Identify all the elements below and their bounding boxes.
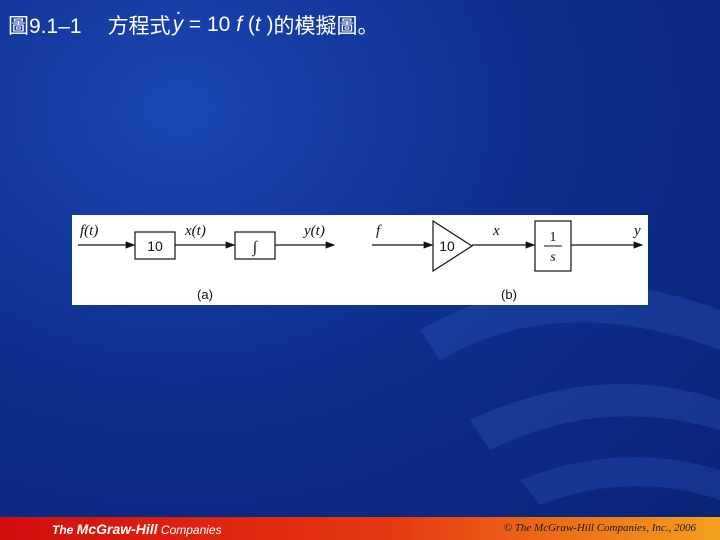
title-open-paren: ( bbox=[242, 13, 255, 36]
label-b-tf-numerator: 1 bbox=[550, 230, 557, 245]
diagram-b: f 10 x 1 s y (b) bbox=[372, 219, 644, 302]
title-f: f bbox=[236, 13, 243, 36]
copyright-text: © The McGraw-Hill Companies, Inc., 2006 bbox=[503, 522, 696, 534]
label-a-input: f(t) bbox=[80, 223, 98, 239]
footer-bar: The McGraw-Hill Companies © The McGraw-H… bbox=[0, 517, 720, 540]
title-prefix-text: 方程式 bbox=[107, 15, 171, 38]
title-y-dot: y bbox=[173, 13, 184, 36]
title-equation: y = 10 f (t ) bbox=[173, 13, 274, 37]
logo-prefix: The bbox=[52, 523, 77, 537]
label-b-output: y bbox=[632, 223, 641, 239]
caption-a: (a) bbox=[197, 287, 213, 302]
label-b-tf-denominator: s bbox=[550, 250, 556, 265]
logo-brand: McGraw-Hill bbox=[76, 521, 158, 537]
label-a-gain: 10 bbox=[147, 238, 163, 254]
title-close-paren: ) bbox=[260, 13, 274, 36]
label-a-output: y(t) bbox=[302, 223, 325, 239]
title-suffix-text: 的模擬圖。 bbox=[273, 15, 379, 38]
title-equals-ten: = 10 bbox=[183, 13, 237, 36]
logo-suffix: Companies bbox=[157, 523, 222, 537]
label-b-gain: 10 bbox=[439, 238, 455, 254]
mcgraw-hill-logo: The McGraw-Hill Companies bbox=[52, 521, 222, 537]
caption-b: (b) bbox=[501, 287, 517, 302]
diagram-a: f(t) 10 x(t) ∫ y(t) (a) bbox=[78, 223, 336, 302]
block-diagrams: f(t) 10 x(t) ∫ y(t) (a) f 10 x bbox=[78, 219, 644, 302]
figure-number: 圖9.1–1 bbox=[8, 15, 82, 38]
label-a-integrator: ∫ bbox=[252, 239, 259, 257]
title-t: t bbox=[254, 13, 261, 36]
label-b-mid: x bbox=[492, 223, 500, 239]
label-a-mid: x(t) bbox=[184, 223, 206, 239]
label-b-input: f bbox=[376, 223, 382, 239]
block-b-gain-triangle bbox=[432, 219, 474, 273]
slide-title: 圖9.1–1 方程式 y = 10 f (t ) 的模擬圖。 bbox=[8, 8, 379, 42]
simulation-diagram-figure: f(t) 10 x(t) ∫ y(t) (a) f 10 x bbox=[72, 215, 648, 305]
